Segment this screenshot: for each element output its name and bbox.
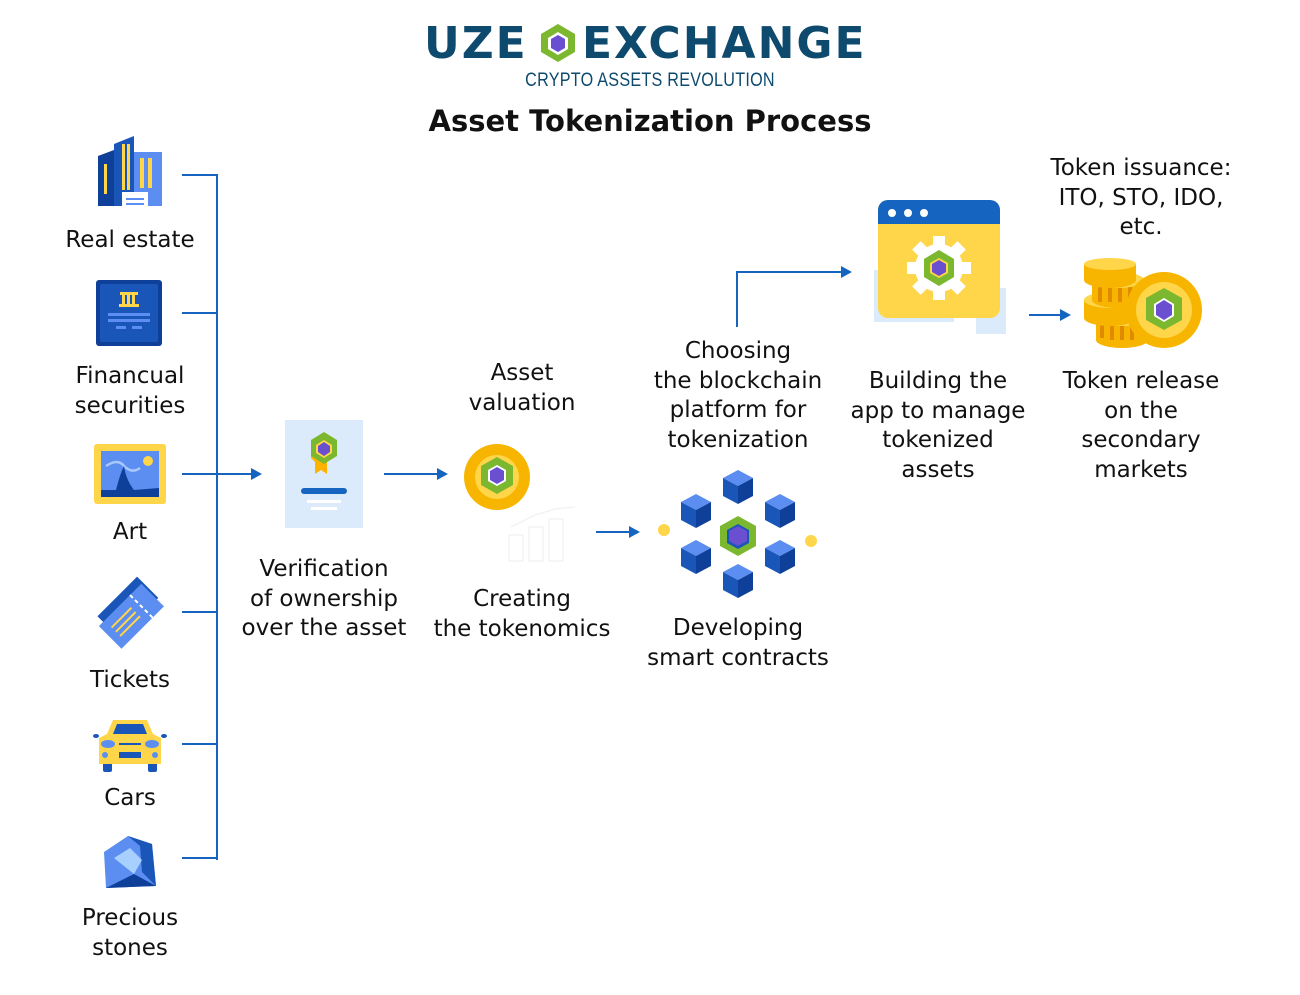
arrow-contracts-to-app-horizontal bbox=[736, 271, 842, 273]
step-label-building-app: Building the app to manage tokenized ass… bbox=[850, 368, 1026, 483]
coin-icon bbox=[464, 444, 530, 510]
asset-label-financial-securities: Financual securities bbox=[74, 363, 186, 419]
coin-stack-icon bbox=[1084, 258, 1202, 348]
asset-label-precious-stones: Precious stones bbox=[81, 905, 179, 961]
asset-label-real-estate: Real estate bbox=[65, 227, 195, 253]
asset-bus-line bbox=[216, 174, 218, 860]
logo: UZE EXCHANGE bbox=[424, 18, 894, 69]
logo-hex-icon bbox=[541, 24, 575, 62]
connector-cars bbox=[182, 743, 218, 745]
app-window-gear-icon bbox=[874, 200, 1006, 334]
logo-text-right: EXCHANGE bbox=[582, 18, 867, 69]
step-label-smart-contracts: Developing smart contracts bbox=[647, 615, 829, 671]
arrowhead-to-release bbox=[1060, 309, 1071, 321]
car-icon bbox=[93, 720, 167, 772]
arrow-tokenomics-to-contracts bbox=[596, 531, 630, 533]
tagline: CRYPTO ASSETS REVOLUTION bbox=[525, 70, 775, 91]
logo-text-left: UZE bbox=[424, 18, 528, 69]
step-label-token-issuance: Token issuance: ITO, STO, IDO, etc. bbox=[1050, 155, 1232, 240]
buildings-icon bbox=[98, 136, 162, 210]
step-label-choosing-blockchain: Choosing the blockchain platform for tok… bbox=[653, 338, 823, 453]
arrowhead-to-contracts bbox=[629, 526, 640, 538]
step-label-token-release: Token release on the secondary markets bbox=[1062, 368, 1220, 483]
blockchain-cubes-icon bbox=[658, 470, 817, 598]
painting-icon bbox=[94, 444, 166, 504]
arrow-contracts-to-app-vertical bbox=[736, 271, 738, 327]
step-label-verification: Verification of ownership over the asset bbox=[241, 556, 407, 641]
connector-securities bbox=[182, 312, 218, 314]
arrowhead-to-verification bbox=[251, 468, 262, 480]
gem-icon bbox=[104, 836, 156, 888]
connector-gems bbox=[182, 857, 218, 859]
asset-label-cars: Cars bbox=[104, 785, 156, 811]
connector-tickets bbox=[182, 611, 218, 613]
arrow-verification-to-valuation bbox=[384, 473, 438, 475]
step-label-asset-valuation: Asset valuation bbox=[468, 360, 576, 416]
arrow-app-to-release bbox=[1029, 314, 1061, 316]
certificate-icon bbox=[285, 420, 363, 528]
ticket-icon bbox=[97, 576, 164, 649]
connector-real-estate bbox=[182, 174, 218, 176]
asset-label-art: Art bbox=[112, 519, 148, 545]
arrowhead-to-valuation bbox=[437, 468, 448, 480]
securities-certificate-icon bbox=[96, 280, 162, 346]
step-label-tokenomics: Creating the tokenomics bbox=[433, 586, 611, 642]
diagram-title: Asset Tokenization Process bbox=[428, 104, 872, 138]
asset-label-tickets: Tickets bbox=[89, 667, 171, 693]
arrowhead-to-app bbox=[841, 266, 852, 278]
tokenomics-icon bbox=[508, 506, 576, 562]
